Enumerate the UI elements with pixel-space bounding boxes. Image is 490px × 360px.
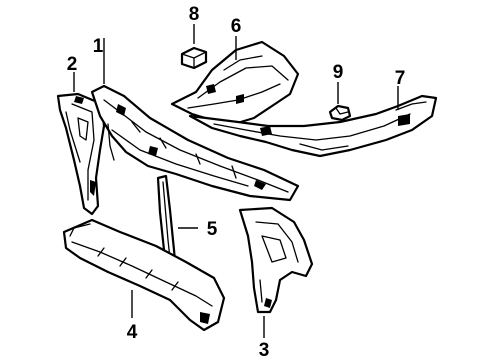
callout-8: 8 <box>189 4 200 25</box>
part-3-right-side-panel <box>238 206 314 314</box>
leader-lines <box>73 24 399 338</box>
callout-4: 4 <box>127 322 138 343</box>
callout-5: 5 <box>207 219 218 240</box>
part-9-fastener <box>328 104 352 122</box>
part-8-clip <box>180 46 208 70</box>
part-7-under-cover <box>188 94 438 158</box>
callout-1: 1 <box>93 36 104 57</box>
part-1-radiator-support-upper <box>90 84 300 202</box>
part-4-lower-tie-bar <box>62 218 226 332</box>
callout-6: 6 <box>231 16 242 37</box>
callout-2: 2 <box>67 54 78 75</box>
callout-3: 3 <box>259 340 270 360</box>
part-2-left-side-panel <box>56 92 106 216</box>
part-6-splash-shield-upper <box>170 40 300 126</box>
callout-9: 9 <box>333 62 344 83</box>
callout-7: 7 <box>395 68 406 89</box>
